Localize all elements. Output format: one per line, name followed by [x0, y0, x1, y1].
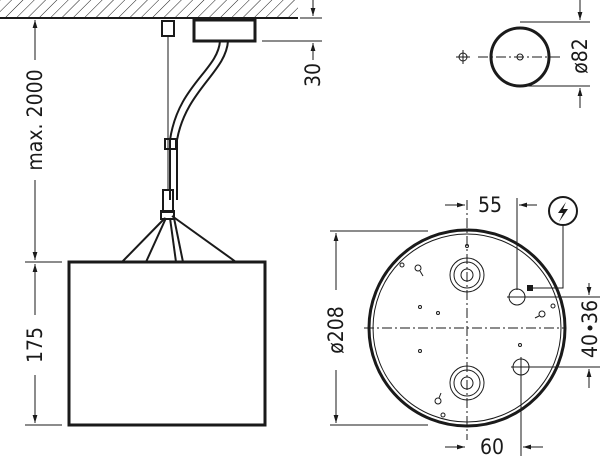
dimension-canopy-height: 30	[262, 0, 325, 87]
cable-connector	[164, 138, 177, 150]
base-plate-view: ø208 55 60 36 40	[324, 193, 600, 457]
lamp-shade	[67, 260, 267, 427]
cable-grip	[162, 189, 174, 213]
canopy-height-label: 30	[301, 63, 325, 87]
shade-wires	[121, 215, 237, 263]
lightning-bolt-icon	[548, 196, 578, 226]
shade-height-label: 175	[23, 327, 47, 363]
canopy-diameter-label: ø82	[568, 38, 592, 74]
cable-entry-holes	[507, 288, 531, 377]
mounting-boss-bottom	[449, 365, 485, 401]
canopy-top-view: ø82	[456, 0, 592, 108]
suspension-hook	[161, 20, 175, 37]
offset-bottom-label: 60	[480, 435, 504, 457]
power-cable	[169, 40, 221, 200]
ceiling	[0, 0, 298, 19]
dimension-suspension-length: max. 2000	[23, 20, 62, 263]
vertical-offset-upper-label: 36	[578, 300, 600, 324]
suspension-length-label: max. 2000	[23, 69, 47, 170]
small-holes	[399, 244, 556, 418]
mounting-boss-top	[449, 257, 485, 293]
base-diameter-label: ø208	[324, 306, 348, 354]
vertical-offset-lower-label: 40	[578, 334, 600, 358]
pendant-side-view	[67, 18, 267, 427]
offset-top-label: 55	[478, 193, 502, 217]
dimension-shade-height: 175	[23, 264, 62, 426]
canopy	[192, 18, 257, 43]
